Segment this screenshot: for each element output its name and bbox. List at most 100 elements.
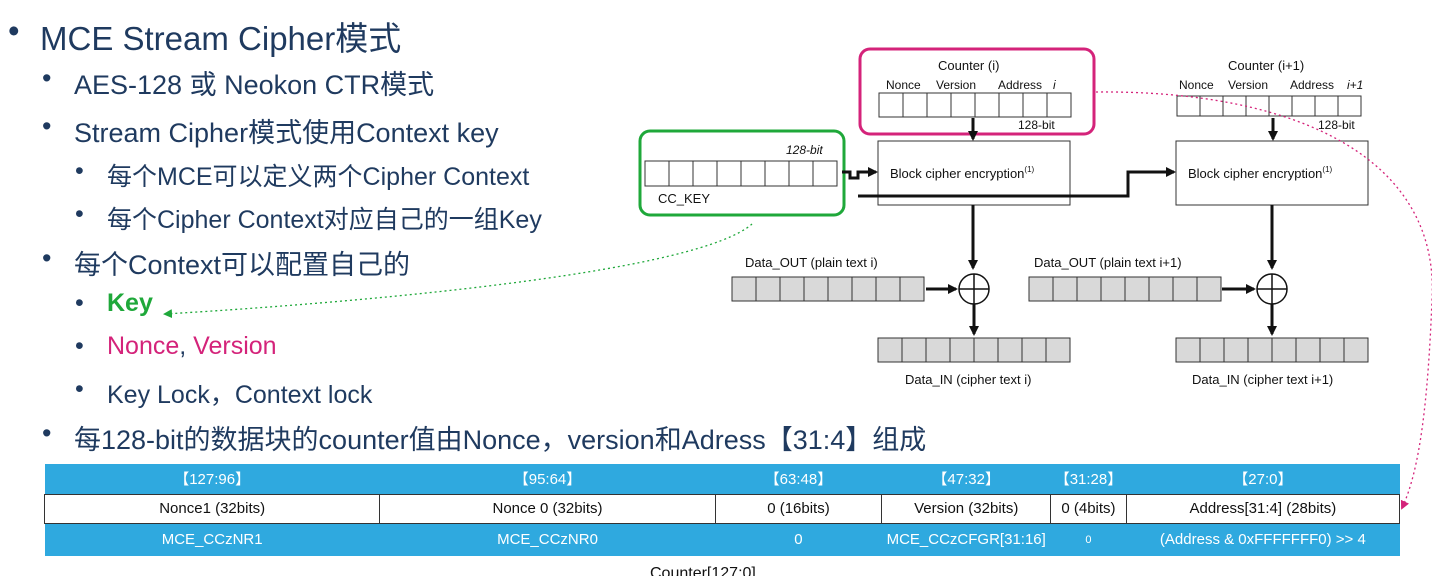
register-cell xyxy=(925,337,951,363)
register-cell xyxy=(644,160,670,187)
data-in-i1-register xyxy=(1175,337,1369,363)
table-cell: 0 xyxy=(715,523,882,556)
register-cell xyxy=(668,160,694,187)
counter-i1-bits: 128-bit xyxy=(1318,118,1355,132)
xor-icon xyxy=(958,273,990,305)
data-out-i1-register xyxy=(1028,276,1222,302)
table-caption: Counter[127:0] xyxy=(650,565,756,576)
cc-key-label: CC_KEY xyxy=(658,191,710,206)
register-cell xyxy=(1223,337,1249,363)
table-cell: MCE_CCzNR0 xyxy=(379,523,716,556)
register-cell xyxy=(1052,276,1078,302)
register-cell xyxy=(877,337,903,363)
table-header: 【63:48】 xyxy=(715,464,882,494)
register-cell xyxy=(1124,276,1150,302)
bullet-counter: • 每128-bit的数据块的counter值由Nonce，version和Ad… xyxy=(42,418,927,455)
cc-key-register xyxy=(644,160,838,187)
counter-i-address: Address xyxy=(998,78,1042,92)
table-cell: Nonce 0 (32bits) xyxy=(379,493,716,524)
register-cell xyxy=(1021,337,1047,363)
version-label: Version xyxy=(193,332,277,360)
register-cell xyxy=(851,276,877,302)
counter-i-addr-i: i xyxy=(1053,78,1056,92)
table-header: 【31:28】 xyxy=(1050,464,1127,494)
register-cell xyxy=(926,92,952,118)
register-cell xyxy=(998,92,1024,118)
table-row-registers: MCE_CCzNR1 MCE_CCzNR0 0 MCE_CCzCFGR[31:1… xyxy=(44,523,1400,556)
nonce-label: Nonce xyxy=(107,332,180,360)
table-header: 【47:32】 xyxy=(881,464,1051,494)
register-cell xyxy=(1291,95,1316,117)
register-cell xyxy=(1245,95,1270,117)
bullet-locks: • Key Lock，Context lock xyxy=(75,375,373,409)
counter-i-register xyxy=(878,92,1072,118)
register-cell xyxy=(1337,95,1362,117)
key-label: Key xyxy=(107,289,153,317)
register-cell xyxy=(740,160,766,187)
register-cell xyxy=(1175,337,1201,363)
bullet-config: • 每个Context可以配置自己的 xyxy=(42,243,411,280)
data-in-i1-label: Data_IN (cipher text i+1) xyxy=(1192,372,1333,387)
register-cell xyxy=(755,276,781,302)
block-cipher-i-label: Block cipher encryption(1) xyxy=(890,165,1035,181)
register-cell xyxy=(1196,276,1222,302)
table-header: 【127:96】 xyxy=(44,464,380,494)
data-out-i-register xyxy=(731,276,925,302)
cc-key-bits: 128-bit xyxy=(786,143,823,157)
table-cell: Version (32bits) xyxy=(881,493,1052,524)
table-row-fields: Nonce1 (32bits) Nonce 0 (32bits) 0 (16bi… xyxy=(43,493,1401,524)
counter-i1-address: Address xyxy=(1290,78,1334,92)
register-cell xyxy=(1343,337,1369,363)
xor-icon xyxy=(1256,273,1288,305)
register-cell xyxy=(950,92,976,118)
register-cell xyxy=(788,160,814,187)
block-cipher-i1-label: Block cipher encryption(1) xyxy=(1188,165,1333,181)
bullet-stream: • Stream Cipher模式使用Context key xyxy=(42,111,499,148)
table-cell: 0 xyxy=(1050,523,1127,556)
register-cell xyxy=(875,276,901,302)
table-cell: Address[31:4] (28bits) xyxy=(1125,493,1401,524)
counter-i-bits: 128-bit xyxy=(1018,118,1055,132)
register-cell xyxy=(1314,95,1339,117)
register-cell xyxy=(1076,276,1102,302)
table-header-row: 【127:96】 【95:64】 【63:48】 【47:32】 【31:28】… xyxy=(44,464,1400,494)
register-cell xyxy=(899,276,925,302)
counter-i-nonce: Nonce xyxy=(886,78,921,92)
register-cell xyxy=(1028,276,1054,302)
table-header: 【95:64】 xyxy=(379,464,716,494)
table-cell: 0 (4bits) xyxy=(1050,493,1127,524)
register-cell xyxy=(1247,337,1273,363)
green-dotted-connector xyxy=(163,223,753,319)
counter-i1-addr-i1: i+1 xyxy=(1347,78,1363,92)
counter-i1-register xyxy=(1176,95,1362,117)
register-cell xyxy=(1100,276,1126,302)
bullet-nonce-version: • Nonce, Version xyxy=(75,332,277,360)
register-cell xyxy=(779,276,805,302)
register-cell xyxy=(1295,337,1321,363)
register-cell xyxy=(878,92,904,118)
table-header: 【27:0】 xyxy=(1126,464,1400,494)
register-cell xyxy=(974,92,1000,118)
register-cell xyxy=(812,160,838,187)
slide-title: MCE Stream Cipher模式 xyxy=(40,20,402,57)
register-cell xyxy=(1045,337,1071,363)
table-cell: MCE_CCzNR1 xyxy=(44,523,380,556)
register-cell xyxy=(949,337,975,363)
register-cell xyxy=(1172,276,1198,302)
data-in-i-label: Data_IN (cipher text i) xyxy=(905,372,1031,387)
counter-i1-nonce: Nonce xyxy=(1179,78,1214,92)
data-out-i-label: Data_OUT (plain text i) xyxy=(745,255,878,270)
bullet-mce-two: • 每个MCE可以定义两个Cipher Context xyxy=(75,157,530,191)
counter-i-title: Counter (i) xyxy=(938,58,999,73)
register-cell xyxy=(1271,337,1297,363)
register-cell xyxy=(901,337,927,363)
register-cell xyxy=(902,92,928,118)
bullet-key: • Key xyxy=(75,289,153,317)
table-cell: MCE_CCzCFGR[31:16] xyxy=(881,523,1051,556)
counter-i-version: Version xyxy=(936,78,976,92)
register-cell xyxy=(1176,95,1201,117)
bullet-ctx-key: • 每个Cipher Context对应自己的一组Key xyxy=(75,200,542,234)
register-cell xyxy=(692,160,718,187)
magenta-dotted-connector xyxy=(1095,91,1432,510)
